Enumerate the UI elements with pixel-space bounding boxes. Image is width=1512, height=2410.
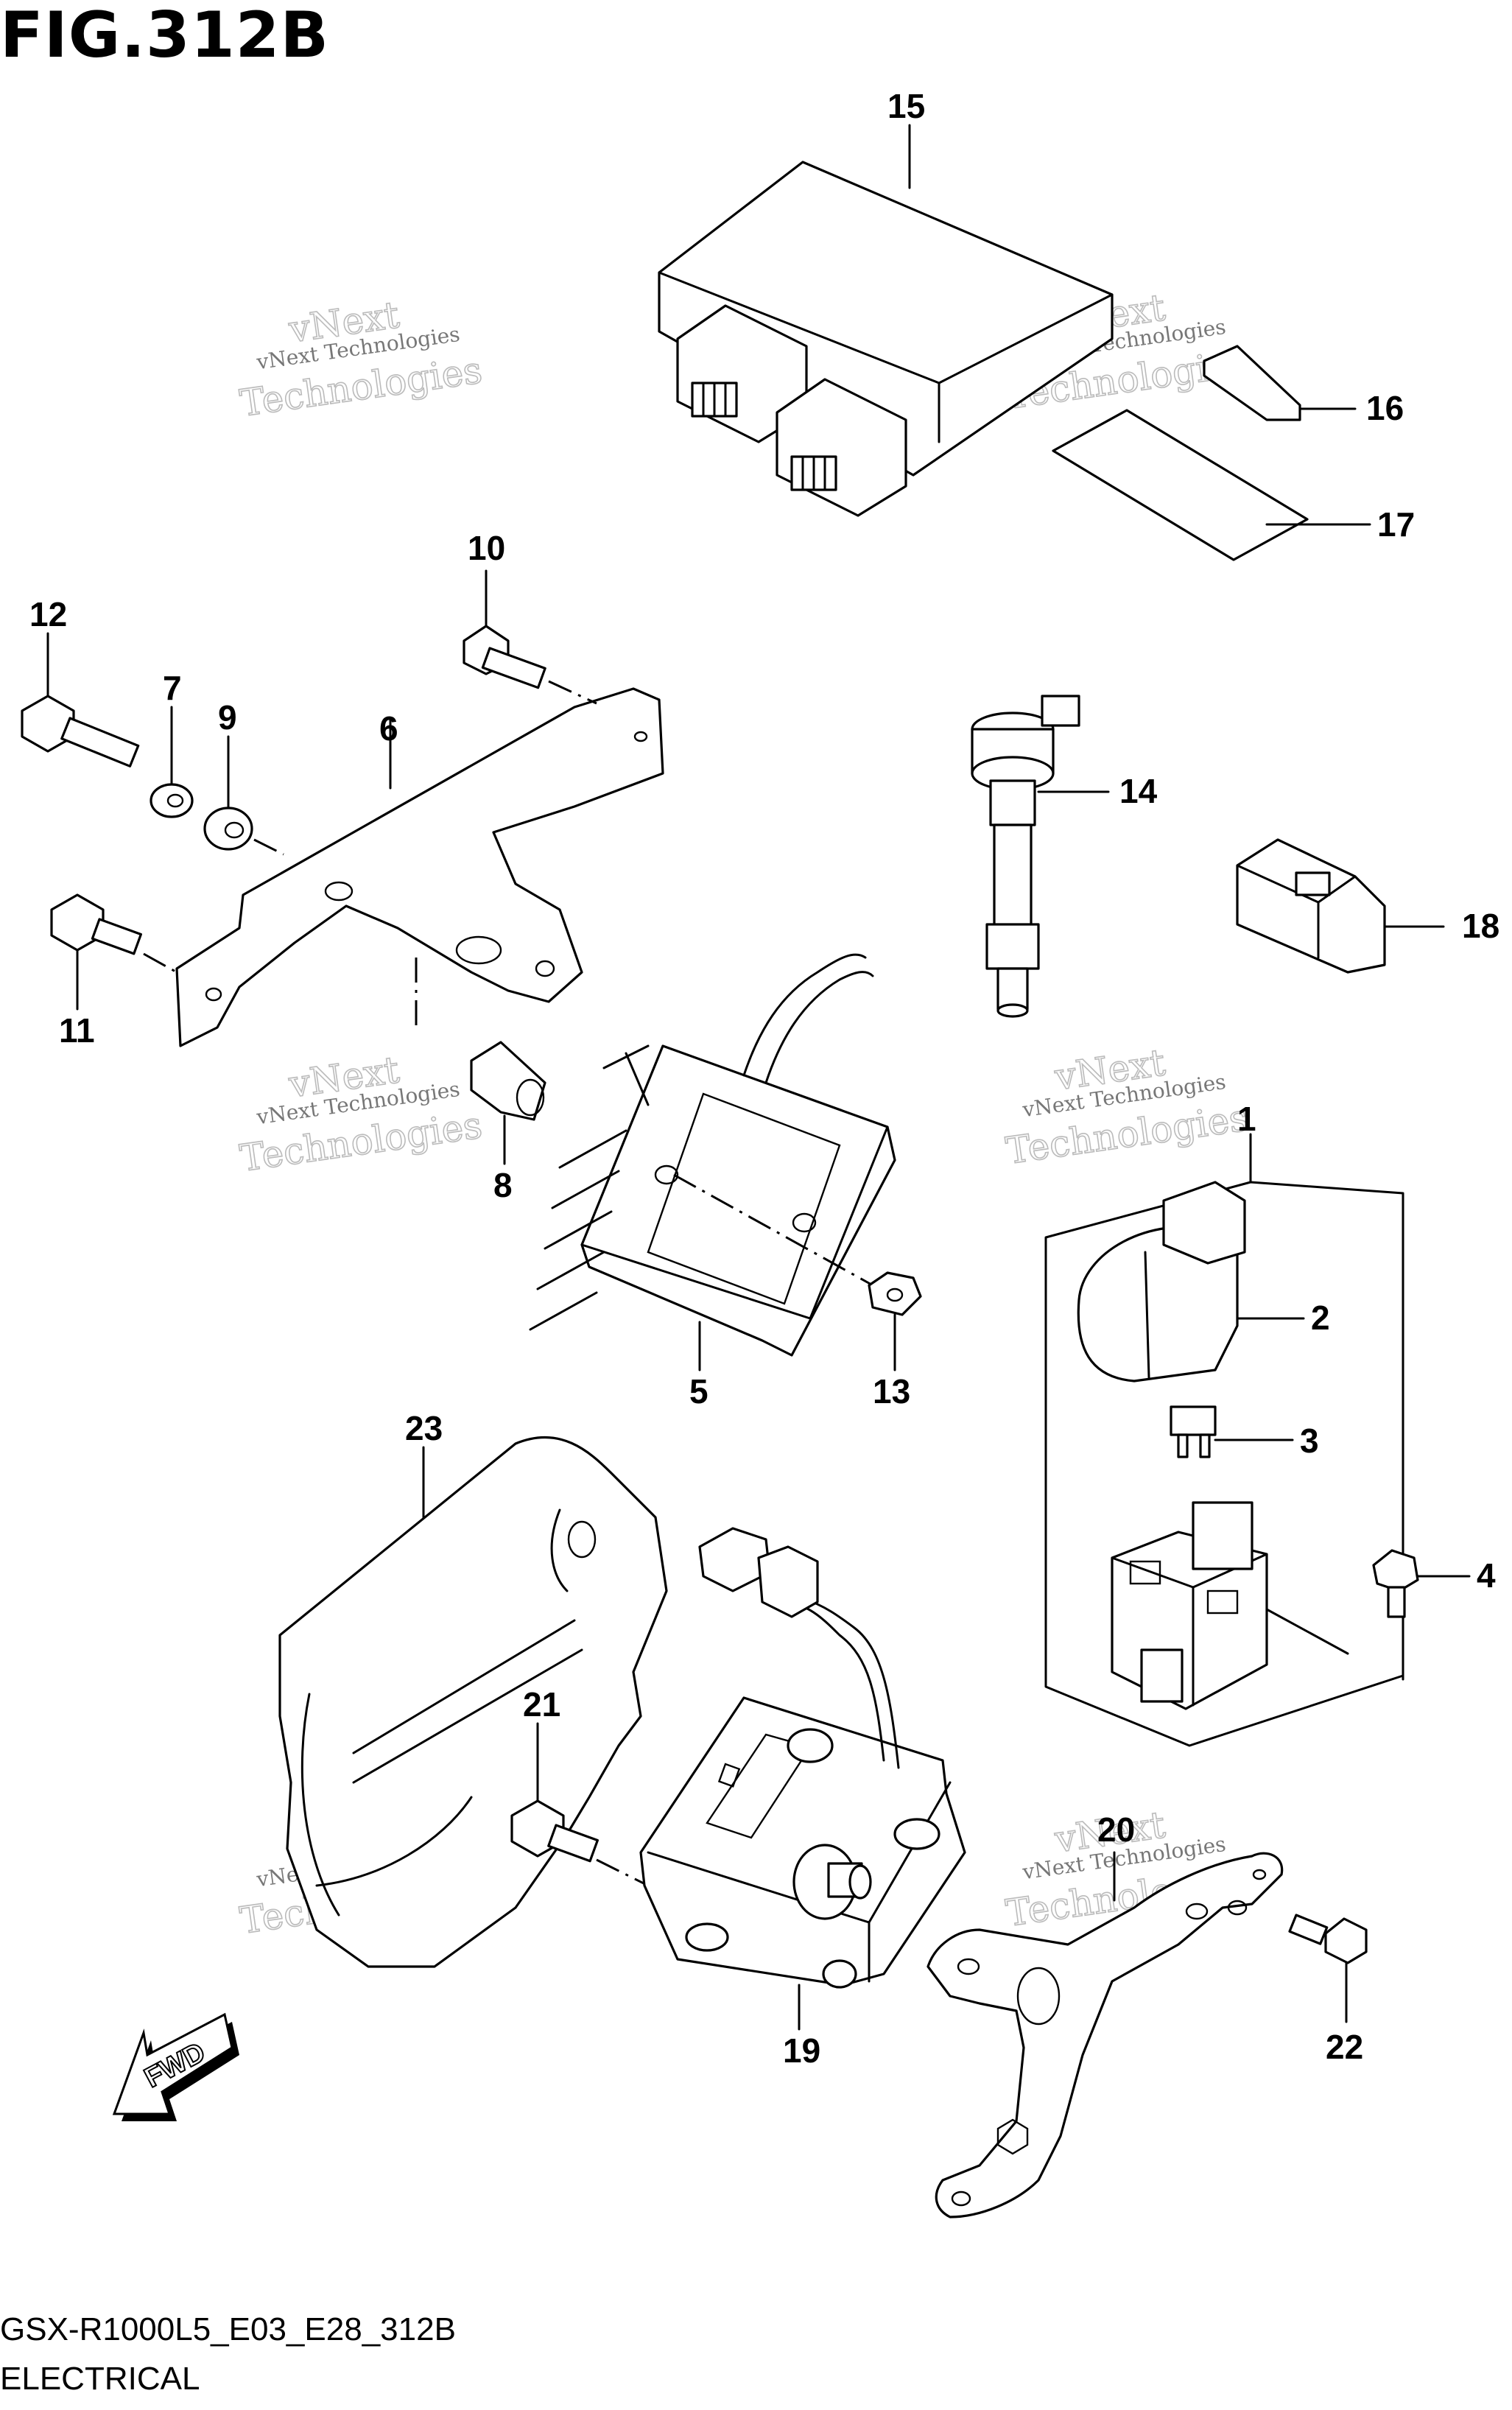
part-10-bolt [463,569,597,705]
part-9-washer [203,735,284,856]
part-13-nut [868,1271,922,1371]
part-15-ecm-unit [658,124,1114,517]
callout-3: 3 [1300,1422,1319,1460]
callout-7: 7 [163,669,182,707]
callout-23: 23 [405,1409,443,1447]
part-22-bolt [1288,1914,1368,2023]
watermark-3: vNext vNext Technologies Technologies [237,1048,485,1181]
callout-2: 2 [1311,1299,1330,1337]
callout-numbers: 1 2 3 4 5 6 7 8 9 10 11 12 13 14 15 16 1… [29,87,1499,2070]
callout-6: 6 [379,709,398,748]
callout-16: 16 [1366,389,1404,427]
part-14-ignition-coil [971,695,1110,1018]
callout-17: 17 [1377,505,1415,544]
part-1-fuse-box-kit [1044,1133,1404,1747]
part-12-bolt [21,632,140,767]
callout-18: 18 [1462,907,1499,945]
part-3-fuse [1170,1405,1294,1458]
watermark-1: vNext vNext Technologies Technologies [237,293,485,426]
callout-9: 9 [218,698,237,737]
part-23-cover [278,1436,668,1968]
part-6-bracket [175,687,664,1047]
part-18-connector [1236,838,1445,974]
callout-14: 14 [1119,772,1158,810]
callout-20: 20 [1097,1810,1135,1849]
callout-15: 15 [887,87,925,125]
callout-11: 11 [59,1011,95,1050]
callout-22: 22 [1326,2028,1363,2066]
callout-10: 10 [468,529,505,567]
figure-title: FIG.312B [0,0,330,72]
callout-1: 1 [1237,1100,1256,1138]
part-16-cushion [1203,345,1357,421]
heatsink-fins [529,1044,650,1331]
part-17-cushion [1052,409,1371,561]
callout-4: 4 [1477,1556,1496,1595]
fuse-box-holder [1111,1501,1349,1710]
watermark-4: vNext vNext Technologies Technologies [1003,1041,1251,1173]
part-8-collar [415,958,546,1165]
part-2-fuse-box-cover [1077,1181,1305,1383]
fwd-arrow-icon: FWD [112,2012,239,2121]
callout-19: 19 [783,2031,820,2070]
part-20-bracket [926,1851,1284,2218]
part-7-washer [150,706,194,818]
callout-8: 8 [493,1166,513,1204]
model-code: GSX-R1000L5_E03_E28_312B [0,2311,456,2347]
part-21-bolt [510,1722,649,1887]
callout-13: 13 [873,1372,910,1410]
callout-21: 21 [523,1685,560,1724]
part-11-bolt [50,893,177,1011]
section-name: ELECTRICAL [0,2361,200,2397]
part-4-screw [1372,1549,1471,1681]
part-5-regulator-rectifier [529,953,896,1371]
callout-5: 5 [689,1372,708,1410]
part-19-tip-over-sensor [639,1527,966,2031]
callout-12: 12 [29,595,67,633]
